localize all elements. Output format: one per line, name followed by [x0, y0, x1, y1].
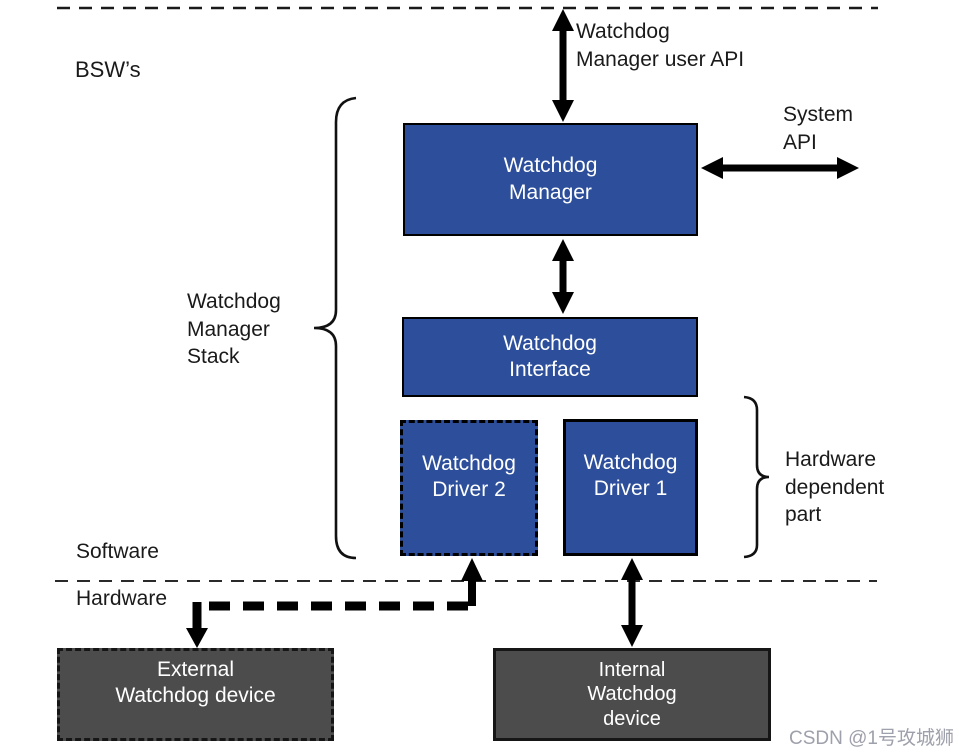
watchdog-interface-label-line1: Watchdog — [503, 331, 597, 355]
user-api-label-line2: Manager user API — [576, 47, 745, 71]
watchdog-manager-user-api-label: Watchdog Manager user API — [576, 18, 744, 73]
driver2-external-dashed-connection — [186, 558, 483, 648]
internal-watchdog-device-box: Internal Watchdog device — [493, 648, 771, 741]
watchdog-driver2-label-line2: Driver 2 — [432, 478, 506, 502]
manager-interface-double-arrow-icon — [552, 239, 574, 314]
watchdog-manager-box: Watchdog Manager — [403, 123, 698, 236]
stack-label-line1: Watchdog — [187, 290, 281, 313]
external-device-label-line1: External — [156, 658, 235, 681]
user-api-double-arrow-icon — [552, 9, 574, 122]
hardware-dependent-part-label: Hardware dependent part — [785, 446, 884, 529]
system-api-label-line1: System — [783, 103, 854, 126]
watchdog-manager-stack-label: Watchdog Manager Stack — [187, 288, 281, 371]
internal-device-label-line2: Watchdog — [587, 683, 677, 706]
hw-dep-label-line2: dependent — [785, 475, 885, 499]
watchdog-driver1-label-line1: Watchdog — [583, 451, 678, 474]
system-api-label: System API — [783, 101, 853, 156]
watchdog-manager-label-line1: Watchdog — [503, 154, 598, 178]
stack-label-line3: Stack — [187, 345, 240, 369]
csdn-watermark: CSDN @1号攻城狮 — [789, 728, 954, 749]
watchdog-interface-box: Watchdog Interface — [402, 317, 698, 397]
hw-dep-label-line3: part — [785, 503, 822, 527]
external-watchdog-device-box: External Watchdog device — [57, 648, 334, 741]
stack-label-line2: Manager — [187, 317, 270, 341]
watchdog-driver1-label-line2: Driver 1 — [593, 477, 668, 501]
system-api-double-arrow-icon — [701, 157, 859, 179]
external-device-label-line2: Watchdog device — [115, 684, 276, 708]
right-curly-brace — [743, 395, 770, 559]
user-api-label-line1: Watchdog — [576, 20, 670, 43]
watchdog-manager-label-line2: Manager — [509, 180, 592, 204]
system-api-label-line2: API — [783, 130, 817, 154]
watchdog-driver1-box: Watchdog Driver 1 — [563, 419, 698, 556]
left-curly-brace — [313, 96, 357, 560]
watchdog-driver2-label-line1: Watchdog — [422, 452, 516, 475]
hw-dep-label-line1: Hardware — [785, 448, 877, 471]
watchdog-interface-label-line2: Interface — [509, 358, 591, 381]
bsw-label: BSW’s — [75, 57, 141, 82]
software-label: Software — [76, 540, 159, 563]
driver1-internal-double-arrow-icon — [621, 558, 643, 647]
internal-device-label-line3: device — [603, 707, 661, 730]
internal-device-label-line1: Internal — [598, 658, 666, 681]
watchdog-driver2-box: Watchdog Driver 2 — [400, 420, 538, 556]
hardware-label: Hardware — [76, 587, 168, 610]
